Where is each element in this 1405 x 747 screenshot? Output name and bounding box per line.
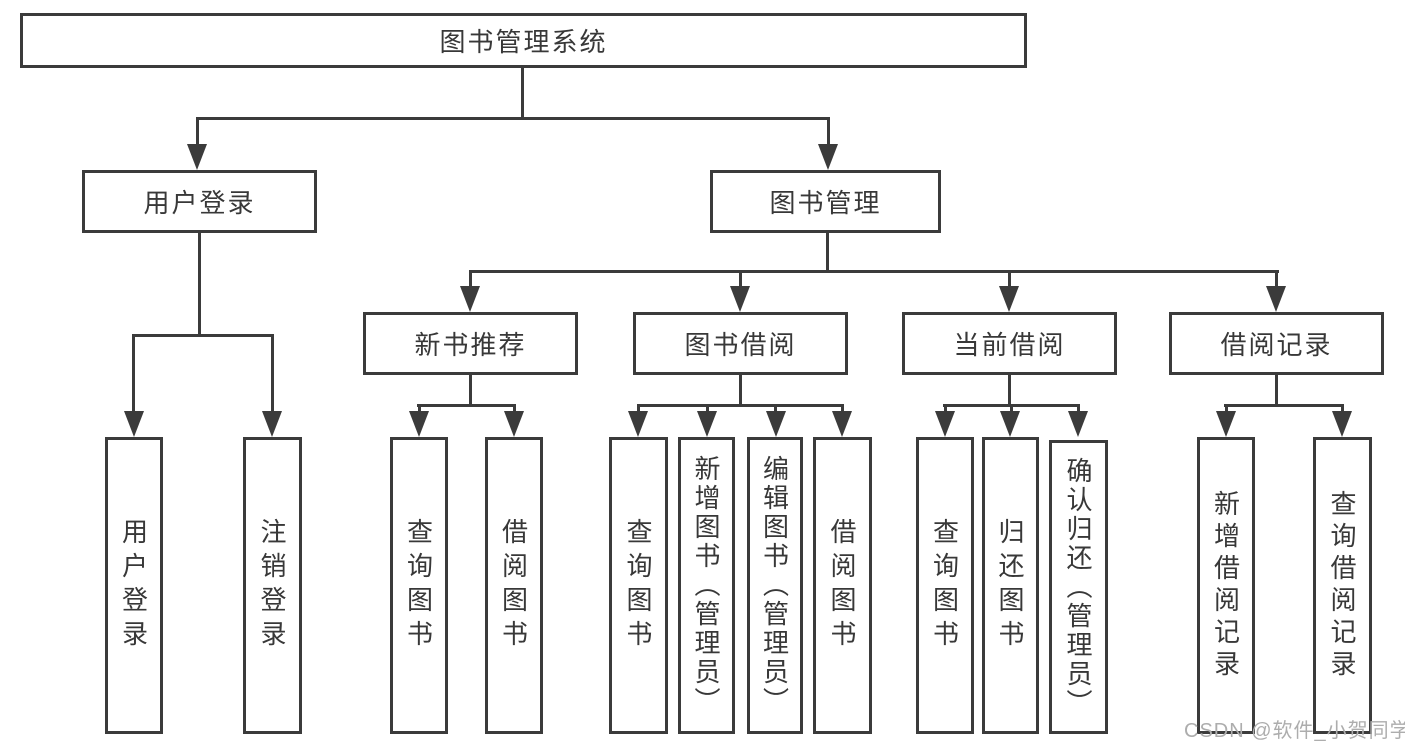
connector-user-login-leaf1-stub <box>132 334 135 411</box>
connector-book-borrow-stem <box>739 375 742 406</box>
connector-nbr-leaf1-stub <box>418 404 421 413</box>
arrowhead-bb-borrow-books <box>832 411 852 437</box>
arrowhead-bb-edit-books <box>766 411 786 437</box>
arrowhead-borrow-records <box>1266 286 1286 312</box>
arrowhead-user-login-leaf <box>124 411 144 437</box>
connector-user-login-stem <box>198 233 201 337</box>
arrowhead-cb-query-books <box>935 411 955 437</box>
connector-user-login-stub <box>196 117 199 147</box>
connector-book-management-stem <box>826 233 829 272</box>
connector-new-book-stem <box>469 375 472 406</box>
arrowhead-cb-return-books <box>1000 411 1020 437</box>
arrowhead-nbr-borrow-books <box>504 411 524 437</box>
arrowhead-bb-query-books <box>628 411 648 437</box>
connector-bb-leaf1-stub <box>637 404 640 413</box>
arrowhead-book-borrow <box>730 286 750 312</box>
connector-new-book-stub <box>469 270 472 290</box>
connector-current-borrow-stem <box>1008 375 1011 406</box>
arrowhead-cb-confirm-return <box>1068 411 1088 437</box>
node-br-query-record: 查询借阅记录 <box>1313 437 1372 734</box>
node-user-login: 用户登录 <box>82 170 317 233</box>
arrowhead-nbr-query-books <box>409 411 429 437</box>
connector-book-management-stub <box>827 117 830 147</box>
arrowhead-current-borrow <box>999 286 1019 312</box>
connector-book-borrow-rail <box>637 404 844 407</box>
connector-book-borrow-stub <box>739 270 742 290</box>
connector-br-leaf1-stub <box>1225 404 1228 413</box>
node-current-borrow: 当前借阅 <box>902 312 1117 375</box>
connector-bb-leaf4-stub <box>841 404 844 413</box>
connector-br-leaf2-stub <box>1341 404 1344 413</box>
connector-cb-leaf3-stub <box>1077 404 1080 413</box>
connector-borrow-records-stub <box>1275 270 1278 290</box>
node-user-login-leaf: 用户登录 <box>105 437 163 734</box>
node-bb-add-books-admin: 新增图书（管理员） <box>678 437 735 734</box>
connector-bb-leaf3-stub <box>774 404 777 413</box>
arrowhead-bb-add-books <box>697 411 717 437</box>
connector-borrow-records-stem <box>1275 375 1278 406</box>
node-nbr-borrow-books: 借阅图书 <box>485 437 543 734</box>
connector-current-borrow-stub <box>1008 270 1011 290</box>
csdn-watermark: CSDN @软件_小贺同学 <box>1184 720 1405 742</box>
arrowhead-user-login <box>187 144 207 170</box>
node-cb-query-books: 查询图书 <box>916 437 974 734</box>
node-library-management-system: 图书管理系统 <box>20 13 1027 68</box>
connector-level2-rail <box>469 270 1279 273</box>
connector-new-book-rail <box>417 404 516 407</box>
arrowhead-br-add-record <box>1216 411 1236 437</box>
connector-cb-leaf1-stub <box>944 404 947 413</box>
connector-user-login-leaf2-stub <box>271 334 274 411</box>
connector-bb-leaf2-stub <box>706 404 709 413</box>
connector-level1-rail <box>196 117 830 120</box>
connector-root-stem <box>521 68 524 119</box>
connector-nbr-leaf2-stub <box>513 404 516 413</box>
node-new-book-recommend: 新书推荐 <box>363 312 578 375</box>
node-logout-leaf: 注销登录 <box>243 437 302 734</box>
connector-borrow-records-rail <box>1224 404 1344 407</box>
node-book-borrow: 图书借阅 <box>633 312 848 375</box>
arrowhead-logout-leaf <box>262 411 282 437</box>
node-cb-confirm-return-admin: 确认归还（管理员） <box>1049 440 1108 734</box>
node-borrow-records: 借阅记录 <box>1169 312 1384 375</box>
arrowhead-new-book-recommend <box>460 286 480 312</box>
arrowhead-br-query-record <box>1332 411 1352 437</box>
connector-cb-leaf2-stub <box>1010 404 1013 413</box>
node-bb-query-books: 查询图书 <box>609 437 668 734</box>
connector-user-login-rail <box>132 334 274 337</box>
node-bb-borrow-books: 借阅图书 <box>813 437 872 734</box>
node-cb-return-books: 归还图书 <box>982 437 1039 734</box>
node-book-management: 图书管理 <box>710 170 941 233</box>
node-br-add-record: 新增借阅记录 <box>1197 437 1255 734</box>
arrowhead-book-management <box>818 144 838 170</box>
node-bb-edit-books-admin: 编辑图书（管理员） <box>747 437 803 734</box>
node-nbr-query-books: 查询图书 <box>390 437 448 734</box>
